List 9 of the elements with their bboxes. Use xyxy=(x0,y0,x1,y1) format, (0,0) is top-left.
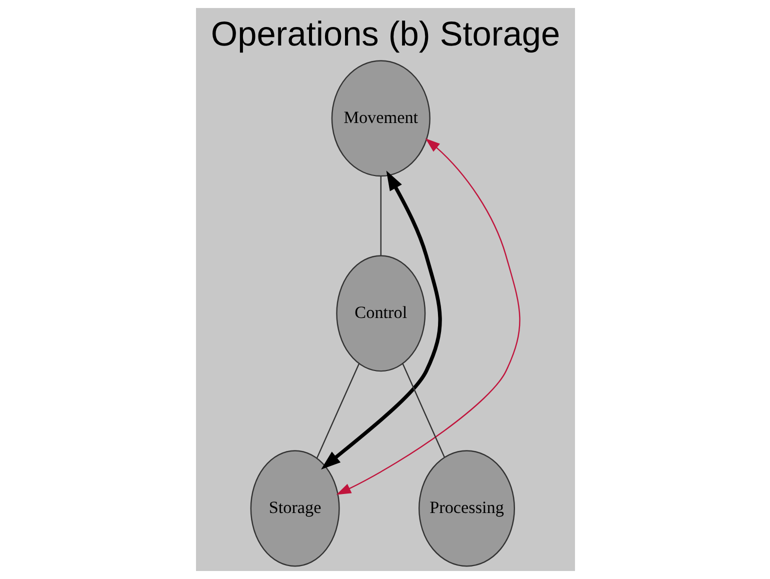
connector xyxy=(380,176,382,256)
arrow xyxy=(320,170,442,470)
node-ellipse: Movement xyxy=(330,60,430,177)
node-ellipse: Control xyxy=(336,255,426,372)
node-ellipse: Processing xyxy=(418,450,515,567)
connector xyxy=(316,363,360,458)
connector xyxy=(402,363,445,458)
diagram-title: Operations (b) Storage xyxy=(210,15,560,54)
arrow xyxy=(336,138,520,495)
